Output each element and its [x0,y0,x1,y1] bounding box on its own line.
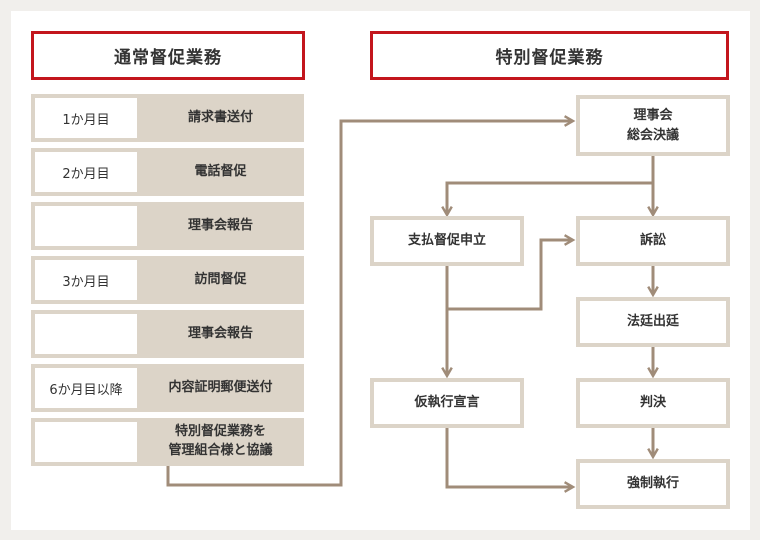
step-period: 1か月目 [35,98,137,138]
connector-to-payment-order [441,181,653,218]
header-regular: 通常督促業務 [31,31,305,80]
connector-provisional-to-enforcement [445,427,576,493]
step-period [35,206,137,246]
step-action: 特別督促業務を 管理組合様と協議 [168,424,273,458]
box-court: 法廷出廷 [576,297,730,347]
regular-step-4: 3か月目 訪問督促 [31,256,304,304]
box-payment-order: 支払督促申立 [370,216,524,266]
regular-step-2: 2か月目 電話督促 [31,148,304,196]
header-special: 特別督促業務 [370,31,729,80]
diagram-canvas: 通常督促業務 特別督促業務 1か月目 請求書送付 2か月目 電話督促 理事会報告… [11,11,750,530]
box-judgment: 判決 [576,378,730,428]
step-period: 3か月目 [35,260,137,300]
step-action: 訪問督促 [194,271,247,287]
step-period [35,422,137,462]
regular-step-6: 6か月目以降 内容証明郵便送付 [31,364,304,412]
regular-step-3: 理事会報告 [31,202,304,250]
step-period [35,314,137,354]
box-provisional: 仮執行宣言 [370,378,524,428]
step-action: 電話督促 [194,163,247,179]
step-period: 2か月目 [35,152,137,192]
step-action: 理事会報告 [187,325,253,341]
regular-step-7: 特別督促業務を 管理組合様と協議 [31,418,304,466]
step-action: 内容証明郵便送付 [168,379,273,395]
box-enforcement: 強制執行 [576,459,730,509]
step-period: 6か月目以降 [35,368,137,408]
regular-step-5: 理事会報告 [31,310,304,358]
step-action: 理事会報告 [187,217,253,233]
connector-lines [166,115,659,493]
regular-step-1: 1か月目 請求書送付 [31,94,304,142]
box-resolution: 理事会 総会決議 [576,95,730,156]
connector-objection-to-lawsuit [447,234,576,311]
box-lawsuit: 訴訟 [576,216,730,266]
step-action: 請求書送付 [187,109,253,125]
connector-regular-to-resolution [166,115,576,487]
